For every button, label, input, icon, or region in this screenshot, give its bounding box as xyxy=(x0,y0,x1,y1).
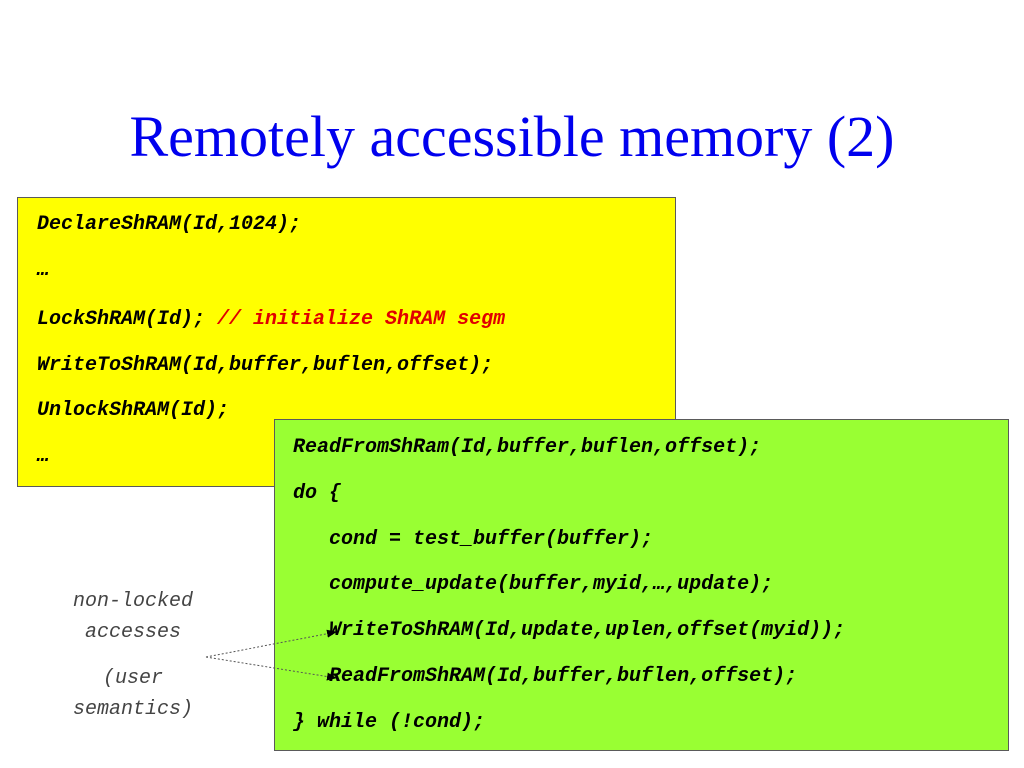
code-line-unlock: UnlockShRAM(Id); xyxy=(37,399,230,422)
code-line-do: do { xyxy=(293,482,342,505)
code-line-read-initial: ReadFromShRam(Id,buffer,buflen,offset); xyxy=(293,436,762,459)
annotation-user: (user xyxy=(102,667,163,690)
code-line-compute: compute_update(buffer,myid,…,update); xyxy=(293,573,774,596)
code-line-read-loop: ReadFromShRAM(Id,buffer,buflen,offset); xyxy=(293,665,798,688)
arrow-to-read-call xyxy=(205,656,337,681)
code-line-ellipsis-2: … xyxy=(37,445,50,468)
slide-title: Remotely accessible memory (2) xyxy=(129,104,895,169)
code-line-ellipsis-1: … xyxy=(37,259,50,282)
lock-comment: // initialize ShRAM segm xyxy=(217,308,506,331)
annotation-accesses: accesses xyxy=(84,621,181,644)
code-line-lock: LockShRAM(Id); // initialize ShRAM segm xyxy=(37,308,505,332)
annotation-semantics: semantics) xyxy=(72,698,194,721)
loop-code-box: ReadFromShRam(Id,buffer,buflen,offset); … xyxy=(274,419,1009,751)
code-line-cond: cond = test_buffer(buffer); xyxy=(293,528,654,551)
code-line-declare: DeclareShRAM(Id,1024); xyxy=(37,213,302,236)
annotation-non-locked: non-locked xyxy=(72,590,194,613)
lock-call: LockShRAM(Id); xyxy=(37,308,218,331)
code-line-write-update: WriteToShRAM(Id,update,uplen,offset(myid… xyxy=(293,619,846,642)
lock-code-box: DeclareShRAM(Id,1024); … LockShRAM(Id); … xyxy=(17,197,676,487)
code-line-write: WriteToShRAM(Id,buffer,buflen,offset); xyxy=(37,354,494,377)
code-line-while: } while (!cond); xyxy=(293,711,486,734)
arrow-to-write-call xyxy=(205,629,337,658)
